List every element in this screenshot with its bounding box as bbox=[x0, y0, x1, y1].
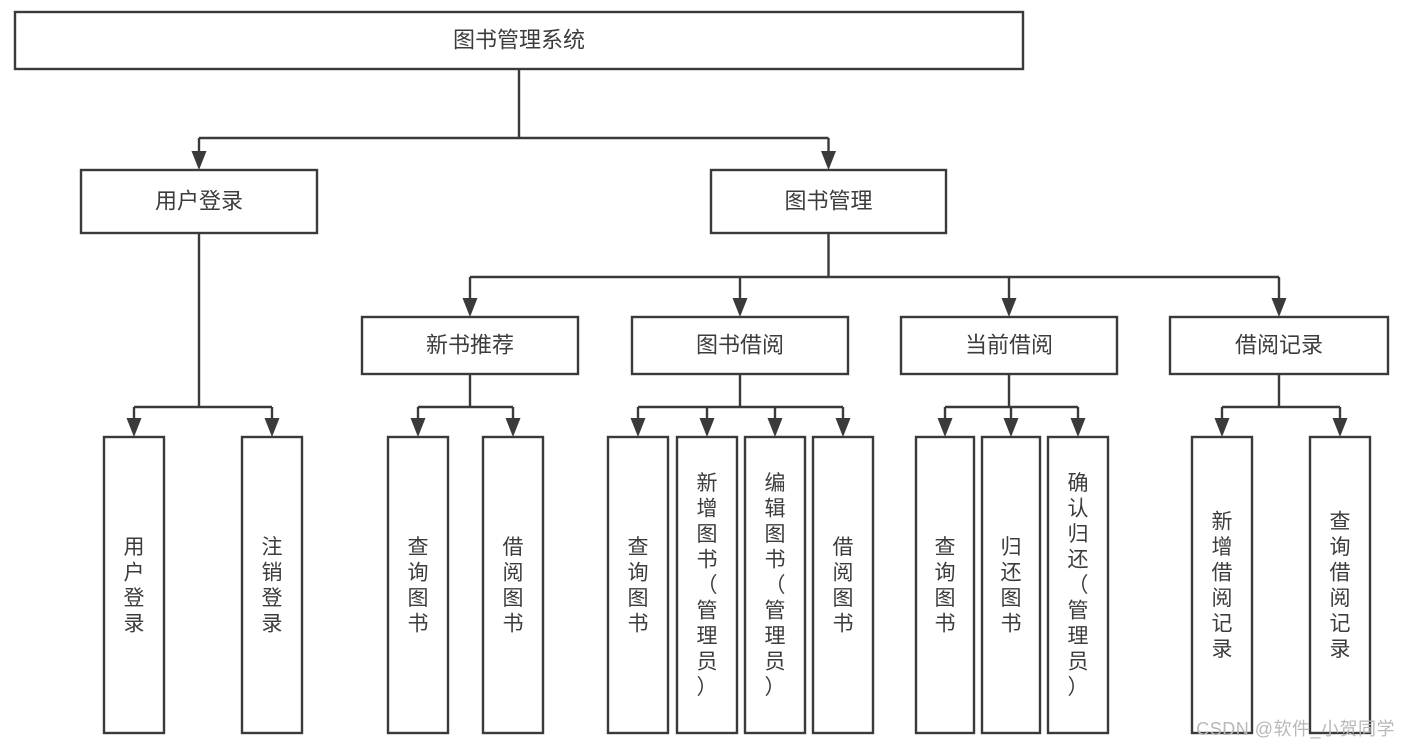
node-leaf-9[interactable]: 归还图书 bbox=[980, 435, 1042, 735]
node-leaf-3-box[interactable] bbox=[481, 435, 545, 735]
node-leaf-1-box[interactable] bbox=[240, 435, 304, 735]
node-leaf-6-label: 编辑图书（管理员） bbox=[765, 472, 786, 699]
node-leaf-7-box[interactable] bbox=[811, 435, 875, 735]
node-leaf-8-label: 查询图书 bbox=[935, 536, 956, 636]
node-root-图书管理系统[interactable]: 图书管理系统 bbox=[13, 10, 1025, 71]
edge-l1-图书管理-arrow-0 bbox=[462, 298, 478, 317]
node-l1-0-label: 用户登录 bbox=[155, 188, 243, 213]
node-leaf-10[interactable]: 确认归还（管理员） bbox=[1046, 435, 1110, 735]
node-leaf-10-label: 确认归还（管理员） bbox=[1068, 472, 1089, 699]
node-leaf-7[interactable]: 借阅图书 bbox=[811, 435, 875, 735]
node-leaf-12-label: 查询借阅记录 bbox=[1330, 510, 1351, 661]
edge-l2-3-arrow-0 bbox=[1214, 418, 1230, 437]
node-leaf-4-box[interactable] bbox=[606, 435, 670, 735]
node-leaf-2-box[interactable] bbox=[386, 435, 450, 735]
edge-root-arrow-0 bbox=[191, 151, 207, 170]
node-l2-0-box[interactable] bbox=[360, 315, 580, 376]
node-l2-1[interactable]: 图书借阅 bbox=[630, 315, 850, 376]
node-leaf-1[interactable]: 注销登录 bbox=[240, 435, 304, 735]
edge-root-arrow-1 bbox=[821, 151, 836, 170]
edge-l2-1-arrow-0 bbox=[630, 418, 646, 437]
edge-l1-图书管理-arrow-3 bbox=[1271, 298, 1287, 317]
node-l2-2-box[interactable] bbox=[899, 315, 1119, 376]
node-l1-0-box[interactable] bbox=[79, 168, 319, 235]
node-leaf-12[interactable]: 查询借阅记录 bbox=[1308, 435, 1372, 735]
node-root-图书管理系统-box[interactable] bbox=[13, 10, 1025, 71]
edge-l1-用户登录-arrow-1 bbox=[264, 418, 280, 437]
node-l2-2[interactable]: 当前借阅 bbox=[899, 315, 1119, 376]
node-leaf-5-label: 新增图书（管理员） bbox=[697, 472, 718, 699]
node-l1-1[interactable]: 图书管理 bbox=[709, 168, 948, 235]
edge-l2-1-arrow-3 bbox=[835, 418, 851, 437]
node-leaf-5[interactable]: 新增图书（管理员） bbox=[675, 435, 739, 735]
edge-l1-图书管理-arrow-1 bbox=[732, 298, 748, 317]
edge-l2-0-arrow-0 bbox=[410, 418, 426, 437]
node-leaf-11[interactable]: 新增借阅记录 bbox=[1190, 435, 1254, 735]
node-leaf-1-label: 注销登录 bbox=[262, 536, 283, 636]
node-leaf-11-box[interactable] bbox=[1190, 435, 1254, 735]
node-leaf-7-label: 借阅图书 bbox=[833, 536, 854, 636]
node-l2-0-label: 新书推荐 bbox=[426, 332, 514, 357]
node-l2-1-label: 图书借阅 bbox=[696, 332, 784, 357]
edge-l2-2-arrow-1 bbox=[1003, 418, 1019, 437]
node-leaf-8[interactable]: 查询图书 bbox=[914, 435, 976, 735]
edge-l2-2-arrow-2 bbox=[1070, 418, 1086, 437]
node-leaf-5-box[interactable] bbox=[675, 435, 739, 735]
edge-l2-3-arrow-1 bbox=[1332, 418, 1348, 437]
node-leaf-8-box[interactable] bbox=[914, 435, 976, 735]
node-l1-1-label: 图书管理 bbox=[784, 188, 872, 213]
edge-l2-2-arrow-0 bbox=[937, 418, 953, 437]
node-leaf-0-label: 用户登录 bbox=[124, 536, 145, 636]
edge-l2-1-arrow-1 bbox=[699, 418, 715, 437]
node-leaf-11-label: 新增借阅记录 bbox=[1212, 510, 1233, 661]
edge-l1-图书管理-arrow-2 bbox=[1001, 298, 1017, 317]
node-leaf-9-label: 归还图书 bbox=[1001, 536, 1022, 636]
node-leaf-2-label: 查询图书 bbox=[408, 536, 429, 636]
node-l2-3-label: 借阅记录 bbox=[1235, 332, 1323, 357]
node-leaf-6-box[interactable] bbox=[743, 435, 807, 735]
node-l2-3[interactable]: 借阅记录 bbox=[1168, 315, 1390, 376]
node-l2-0[interactable]: 新书推荐 bbox=[360, 315, 580, 376]
edge-l2-1-arrow-2 bbox=[767, 418, 783, 437]
node-leaf-3-label: 借阅图书 bbox=[503, 536, 524, 636]
node-leaf-12-box[interactable] bbox=[1308, 435, 1372, 735]
node-leaf-0-box[interactable] bbox=[102, 435, 166, 735]
edge-l2-0-arrow-1 bbox=[505, 418, 521, 437]
node-l1-0[interactable]: 用户登录 bbox=[79, 168, 319, 235]
node-l2-2-label: 当前借阅 bbox=[965, 332, 1053, 357]
node-leaf-4[interactable]: 查询图书 bbox=[606, 435, 670, 735]
node-leaf-4-label: 查询图书 bbox=[628, 536, 649, 636]
node-leaf-9-box[interactable] bbox=[980, 435, 1042, 735]
node-leaf-0[interactable]: 用户登录 bbox=[102, 435, 166, 735]
node-root-图书管理系统-label: 图书管理系统 bbox=[453, 27, 585, 52]
node-leaf-6[interactable]: 编辑图书（管理员） bbox=[743, 435, 807, 735]
node-leaf-2[interactable]: 查询图书 bbox=[386, 435, 450, 735]
edge-l1-用户登录-arrow-0 bbox=[126, 418, 142, 437]
watermark-text: CSDN @软件_小贺同学 bbox=[1196, 719, 1395, 739]
node-leaf-3[interactable]: 借阅图书 bbox=[481, 435, 545, 735]
